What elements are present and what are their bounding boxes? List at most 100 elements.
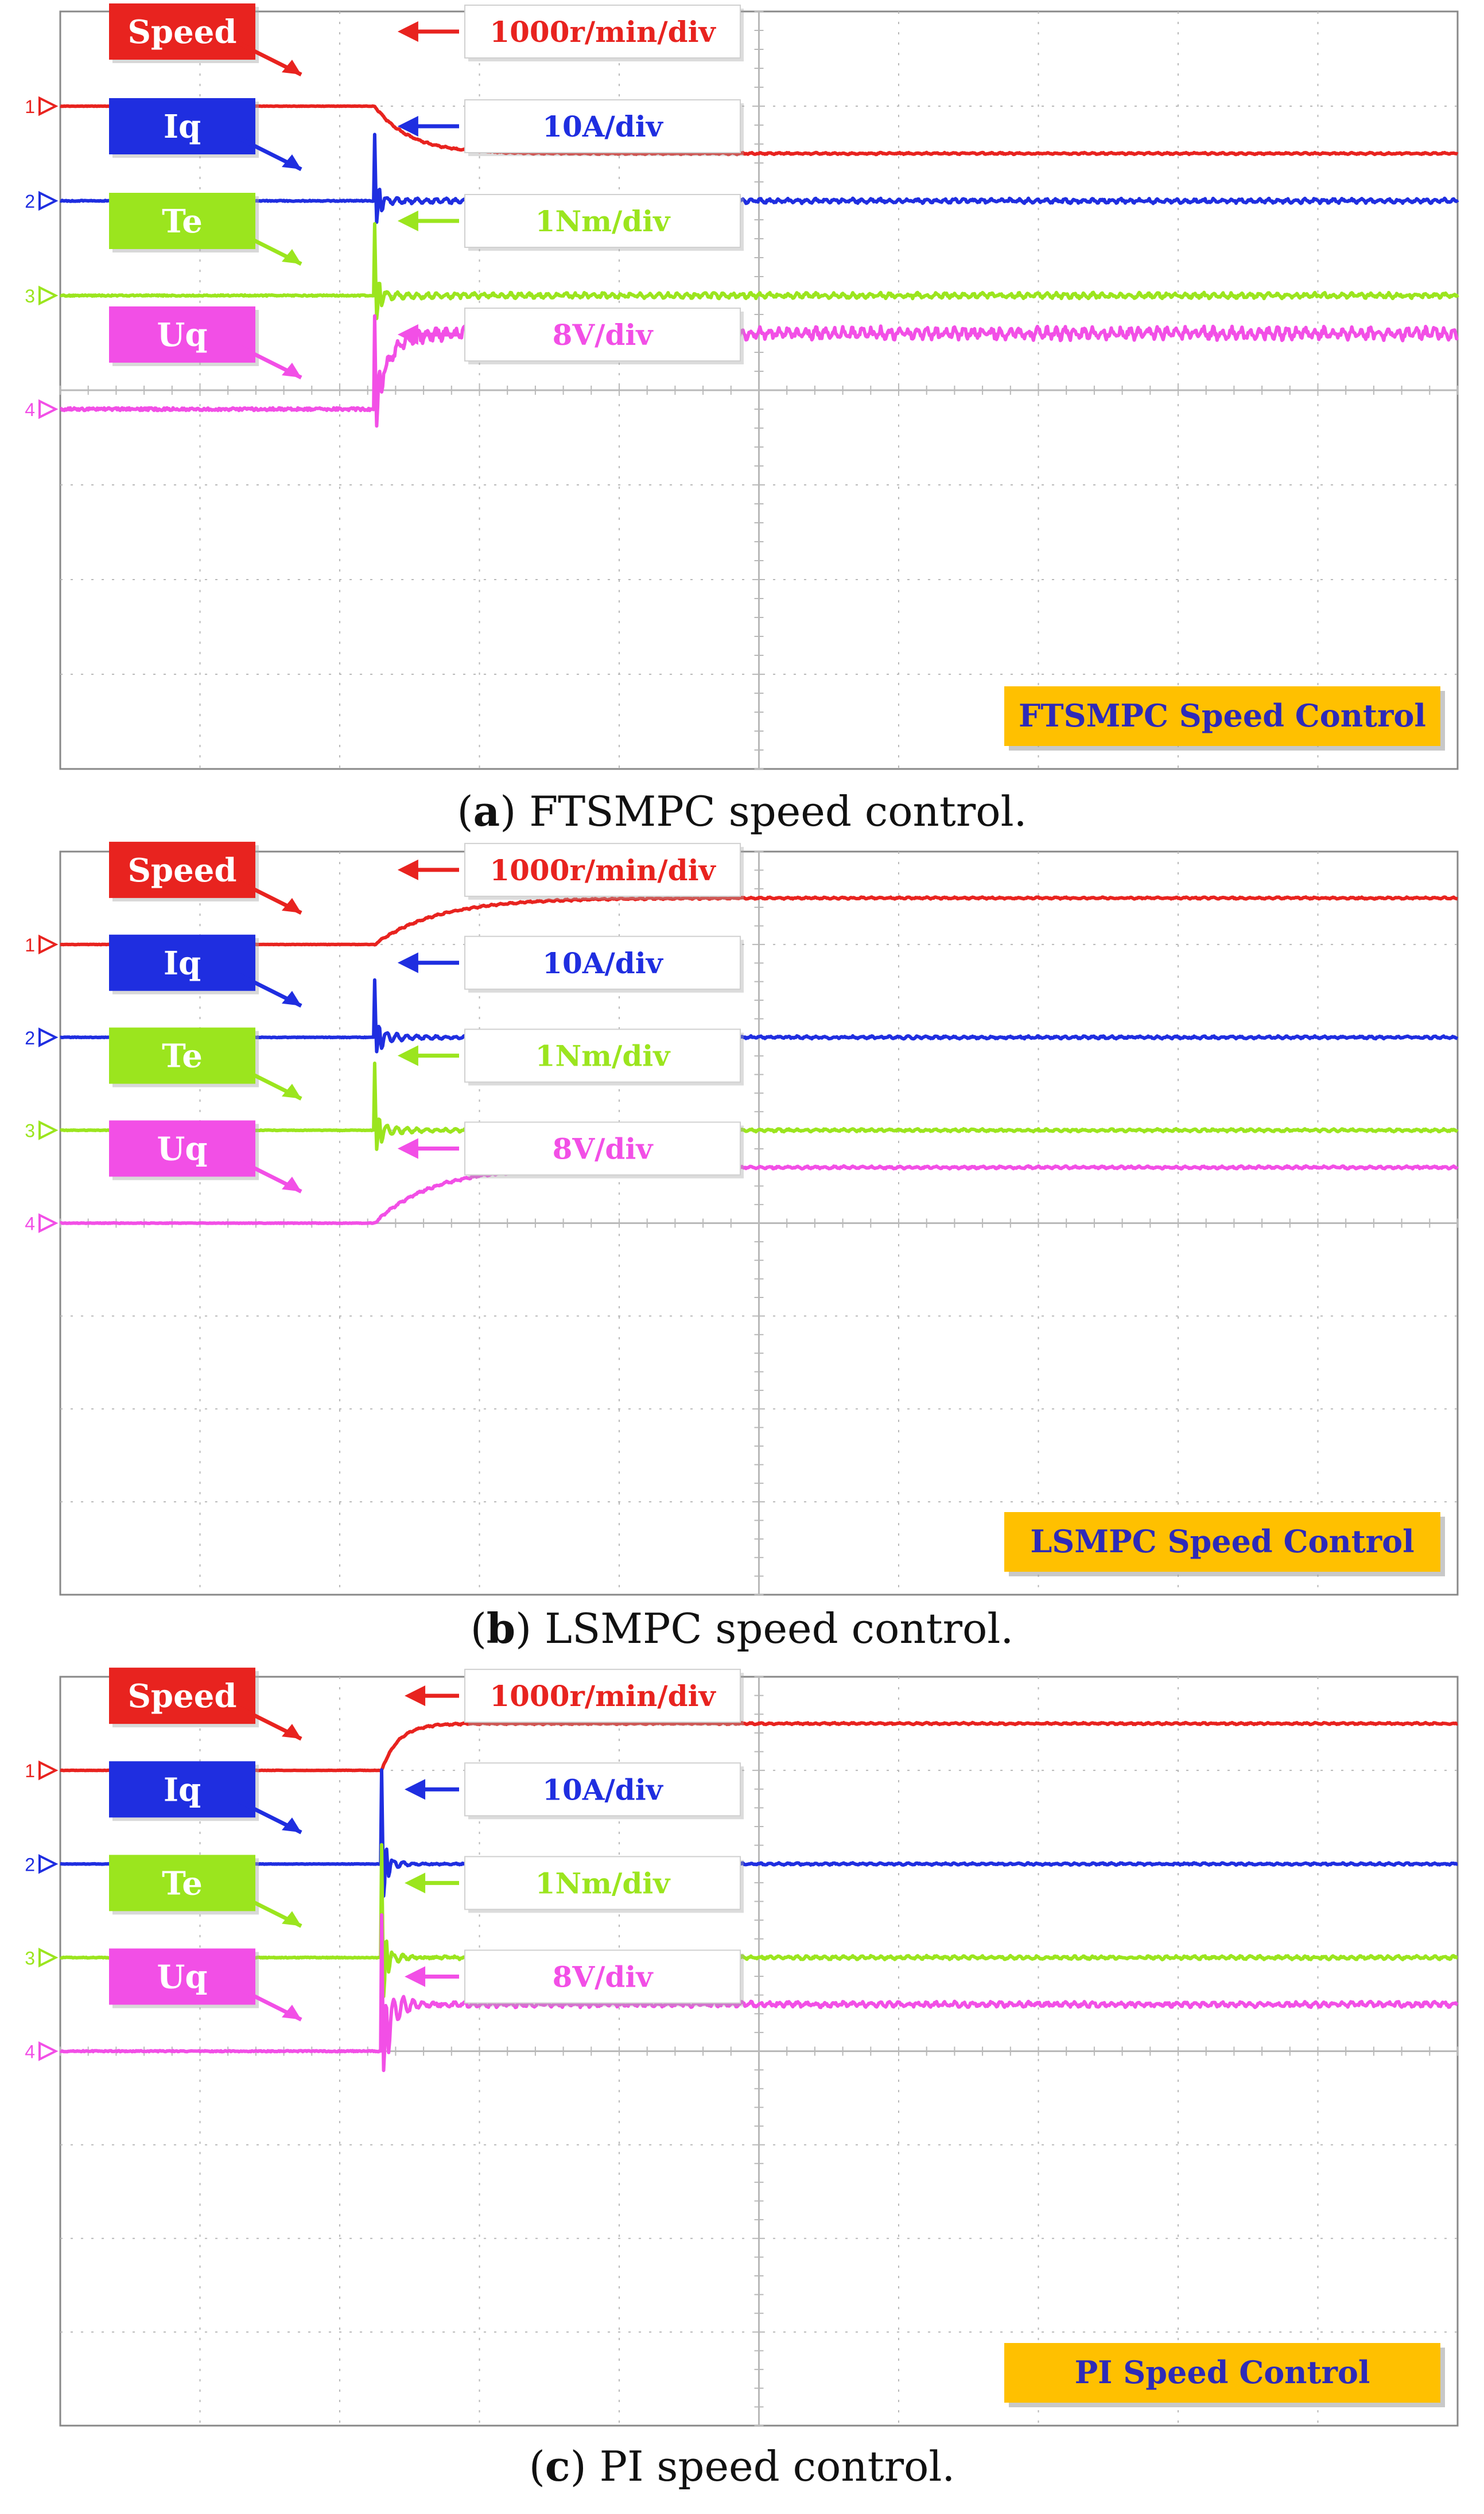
caption-text: LSMPC speed control.	[545, 1604, 1014, 1653]
channel-marker	[38, 1854, 59, 1874]
channel-label-box	[109, 1948, 255, 2005]
caption-letter: c	[545, 2442, 570, 2490]
scale-pointer-head	[397, 1045, 418, 1066]
scale-box	[464, 194, 741, 248]
channel-scale: 1000r/min/div	[490, 853, 716, 887]
title-badge	[1004, 2343, 1440, 2403]
trace-te	[59, 1843, 1459, 1999]
label-pointer-head	[282, 1911, 301, 1926]
channel-label-box	[109, 193, 255, 249]
channel-name: Te	[162, 1038, 203, 1075]
channel-number: 1	[25, 1761, 35, 1781]
trace-te	[59, 222, 1459, 320]
label-pointer-head	[282, 1817, 301, 1833]
channel-scale: 1Nm/div	[535, 1866, 671, 1900]
channel-number: 4	[25, 2042, 35, 2062]
chart-title: LSMPC Speed Control	[1030, 1523, 1414, 1560]
channel-number: 2	[25, 191, 35, 212]
channel-scale: 1Nm/div	[535, 204, 671, 238]
channel-name: Iq	[164, 945, 201, 982]
channel-label-box	[109, 1761, 255, 1818]
scale-box	[464, 1121, 741, 1176]
scale-pointer-head	[397, 324, 418, 345]
channel-name: Iq	[164, 108, 201, 146]
label-pointer-head	[282, 60, 301, 75]
channel-number: 1	[25, 935, 35, 955]
caption-c: (c) PI speed control.	[529, 2442, 955, 2490]
channel-label-box	[109, 306, 255, 363]
channel-label-box	[109, 3, 255, 60]
trace-te	[59, 1061, 1459, 1151]
scale-box	[464, 1669, 741, 1723]
scale-pointer-head	[405, 1966, 426, 1987]
trace-uq	[59, 314, 1459, 428]
scale-pointer-head	[397, 21, 418, 42]
channel-scale: 8V/div	[553, 1132, 654, 1166]
scale-box	[464, 308, 741, 362]
trace-iq	[59, 133, 1459, 224]
channel-marker	[38, 2041, 59, 2061]
channel-number: 2	[25, 1854, 35, 1875]
trace-speed	[59, 895, 1459, 947]
scale-pointer-head	[405, 1872, 426, 1894]
caption-a: (a) FTSMPC speed control.	[457, 787, 1027, 836]
trace-speed	[59, 1720, 1459, 1773]
channel-number: 3	[25, 286, 35, 306]
channel-name: Speed	[127, 13, 236, 51]
scale-box	[464, 1856, 741, 1910]
channel-label-box	[109, 98, 255, 154]
label-pointer-head	[282, 1176, 301, 1192]
channel-scale: 1000r/min/div	[490, 15, 716, 49]
trace-iq	[59, 978, 1459, 1054]
caption-letter: b	[486, 1604, 516, 1653]
channel-number: 4	[25, 1214, 35, 1234]
channel-scale: 10A/div	[542, 110, 664, 143]
channel-name: Speed	[127, 1677, 236, 1715]
label-pointer-head	[282, 363, 301, 378]
channel-marker	[38, 1948, 59, 1968]
scale-box	[464, 935, 741, 990]
channel-marker	[38, 399, 59, 419]
channel-number: 2	[25, 1028, 35, 1048]
scale-pointer-head	[405, 1685, 426, 1707]
scale-box	[464, 1028, 741, 1083]
channel-scale: 10A/div	[542, 1773, 664, 1806]
label-pointer-head	[282, 897, 301, 913]
trace-uq	[59, 1913, 1459, 2072]
scale-pointer-head	[397, 1138, 418, 1159]
label-pointer-head	[282, 990, 301, 1006]
label-pointer-head	[282, 2004, 301, 2020]
title-badge	[1004, 1512, 1440, 1572]
channel-label-box	[109, 934, 255, 991]
channel-number: 1	[25, 96, 35, 117]
channel-number: 4	[25, 399, 35, 420]
channel-scale: 10A/div	[542, 946, 664, 980]
scale-pointer-head	[397, 211, 418, 231]
scale-box	[464, 1949, 741, 2004]
caption-text: PI speed control.	[599, 2442, 955, 2490]
chart-title: FTSMPC Speed Control	[1019, 697, 1426, 734]
trace-speed	[59, 104, 1459, 157]
scale-box	[464, 842, 741, 897]
channel-label-box	[109, 1668, 255, 1724]
scale-pointer-head	[397, 859, 418, 880]
channel-number: 3	[25, 1948, 35, 1968]
label-pointer-head	[282, 154, 301, 169]
channel-name: Uq	[157, 316, 208, 354]
channel-label-box	[109, 1120, 255, 1177]
channel-name: Te	[162, 1864, 203, 1902]
channel-scale: 1Nm/div	[535, 1039, 671, 1073]
channel-marker	[38, 285, 59, 306]
channel-name: Iq	[164, 1771, 201, 1809]
scale-pointer-head	[397, 116, 418, 137]
grid	[60, 11, 1458, 770]
channel-marker	[38, 934, 59, 955]
channel-marker	[38, 1027, 59, 1047]
channel-name: Speed	[127, 852, 236, 889]
channel-name: Uq	[157, 1959, 208, 1996]
channel-marker	[38, 1120, 59, 1140]
